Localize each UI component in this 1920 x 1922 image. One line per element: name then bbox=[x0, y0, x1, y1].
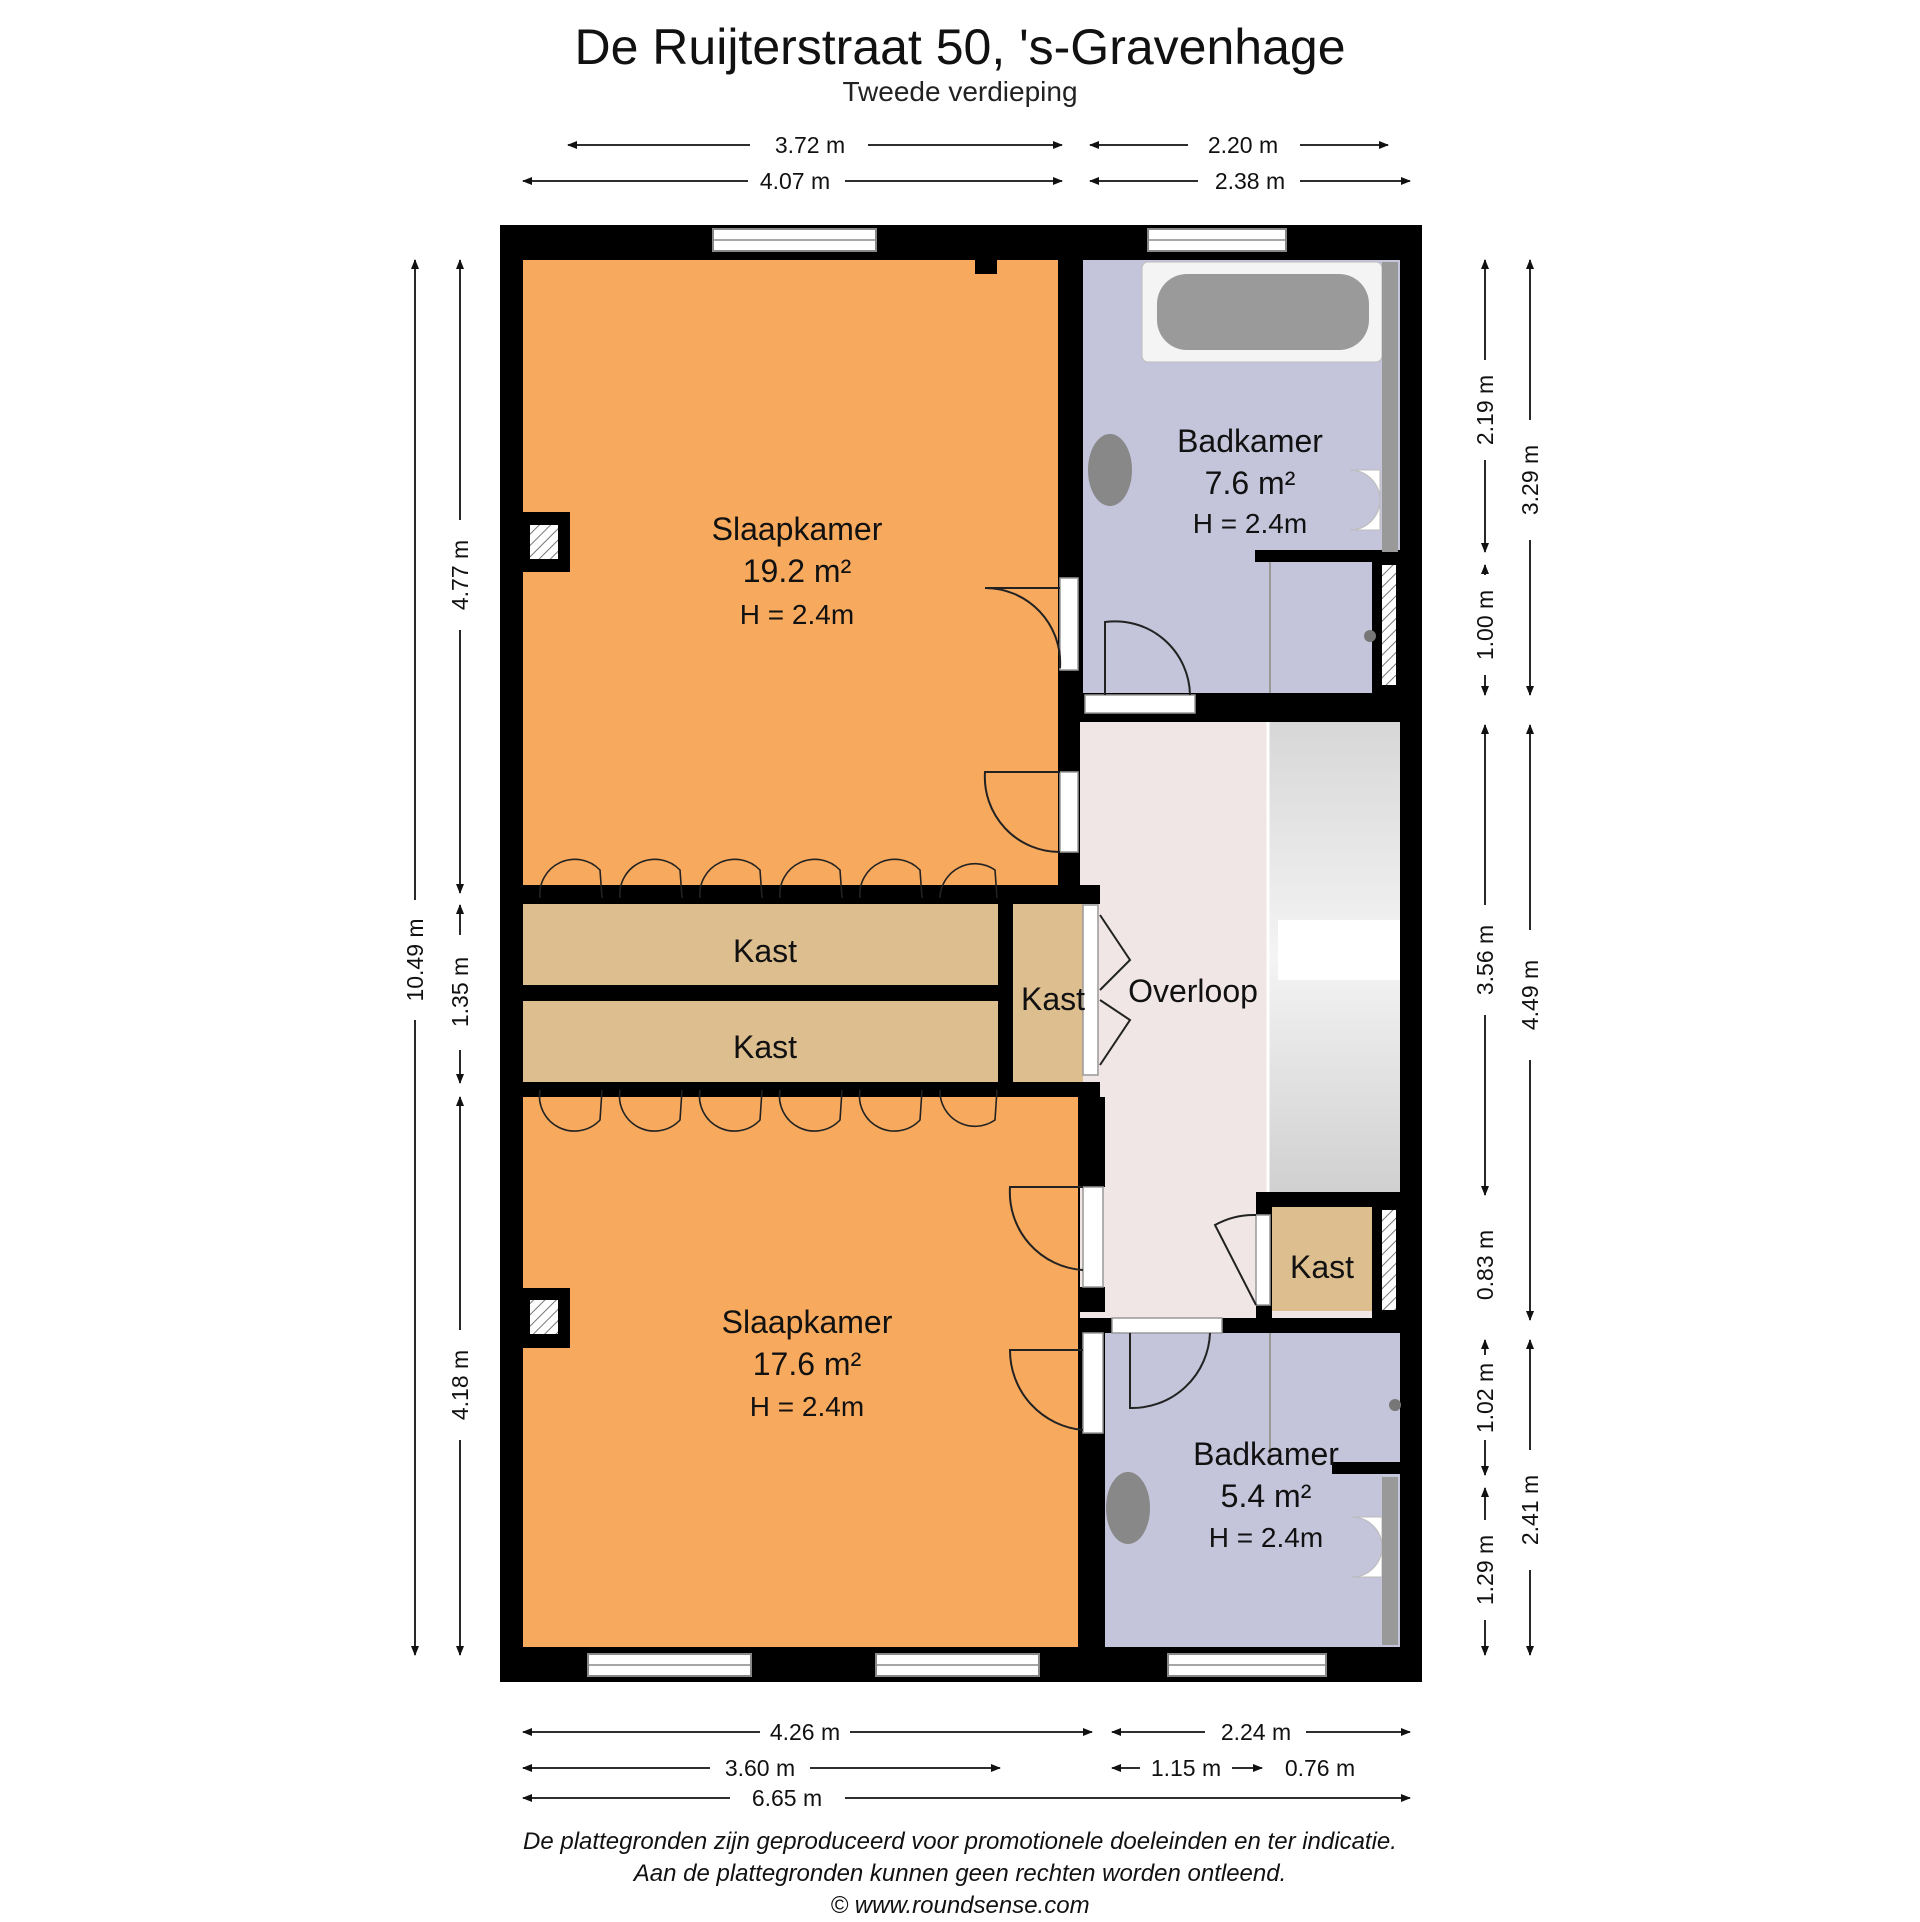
dim-label: 3.72 m bbox=[775, 132, 845, 158]
door-frames bbox=[1059, 577, 1271, 1434]
wall-segment bbox=[1078, 1287, 1105, 1312]
room-kast-4 bbox=[1272, 1207, 1372, 1311]
dim-label: 0.83 m bbox=[1472, 1230, 1498, 1300]
room-kast-1 bbox=[523, 904, 998, 985]
shower-head-2-icon bbox=[1389, 1399, 1401, 1411]
dim-label: 10.49 m bbox=[402, 918, 428, 1001]
wall-bed1-right bbox=[1058, 225, 1083, 595]
shower-head-1-icon bbox=[1364, 630, 1376, 642]
wall-shower2 bbox=[1332, 1462, 1403, 1474]
wall-segment bbox=[1058, 852, 1080, 892]
wall-stub bbox=[975, 260, 997, 274]
sink-1 bbox=[1088, 434, 1132, 506]
dim-label: 4.77 m bbox=[447, 540, 473, 610]
disclaimer: De plattegronden zijn geproduceerd voor … bbox=[0, 1826, 1920, 1922]
wall-segment bbox=[1078, 1432, 1105, 1647]
dim-label: 4.26 m bbox=[770, 1719, 840, 1745]
room-area: 17.6 m² bbox=[753, 1346, 862, 1382]
dim-label: 4.07 m bbox=[760, 168, 830, 194]
room-name: Kast bbox=[1021, 981, 1085, 1017]
door-swings bbox=[983, 586, 1257, 1431]
room-name: Kast bbox=[1290, 1249, 1354, 1285]
wall-kast-bottom bbox=[500, 1082, 1100, 1097]
bath2-counter bbox=[1382, 1477, 1398, 1645]
toilet-1 bbox=[1349, 469, 1381, 531]
chimney-2-vent bbox=[530, 1300, 558, 1334]
wall-shower1 bbox=[1255, 550, 1403, 562]
room-area: 5.4 m² bbox=[1221, 1478, 1312, 1514]
room-height: H = 2.4m bbox=[750, 1391, 864, 1422]
wall-segment bbox=[1058, 670, 1080, 772]
room-name: Badkamer bbox=[1177, 423, 1323, 459]
room-name: Kast bbox=[733, 1029, 797, 1065]
dim-label: 2.41 m bbox=[1517, 1475, 1543, 1545]
floor-subtitle: Tweede verdieping bbox=[842, 76, 1078, 107]
dim-label: 3.56 m bbox=[1472, 925, 1498, 995]
wall-kast4-top bbox=[1256, 1192, 1400, 1207]
bath1-counter bbox=[1382, 262, 1398, 552]
copyright: © www.roundsense.com bbox=[830, 1892, 1090, 1919]
room-area: 19.2 m² bbox=[743, 553, 852, 589]
dim-label: 2.20 m bbox=[1208, 132, 1278, 158]
dim-label: 2.19 m bbox=[1472, 375, 1498, 445]
wall-kast3-left bbox=[998, 885, 1013, 1097]
dim-label: 1.15 m bbox=[1151, 1755, 1221, 1781]
dim-label: 1.35 m bbox=[447, 957, 473, 1027]
dim-label: 1.02 m bbox=[1472, 1363, 1498, 1433]
dim-label: 4.49 m bbox=[1517, 960, 1543, 1030]
room-slaapkamer-2 bbox=[523, 1097, 1078, 1647]
wall-bed2-right bbox=[1078, 1097, 1105, 1187]
wall-right bbox=[1403, 225, 1422, 1682]
wall-kast-row bbox=[500, 885, 1100, 904]
dim-label: 3.29 m bbox=[1517, 445, 1543, 515]
room-height: H = 2.4m bbox=[740, 599, 854, 630]
wardrobe-doors bbox=[538, 858, 998, 1132]
dim-label: 1.00 m bbox=[1472, 590, 1498, 660]
room-kast-3 bbox=[1013, 904, 1083, 1082]
dim-label: 3.60 m bbox=[725, 1755, 795, 1781]
dim-label: 0.76 m bbox=[1285, 1755, 1355, 1781]
room-height: H = 2.4m bbox=[1193, 508, 1307, 539]
disclaimer-line: Aan de plattegronden kunnen geen rechten… bbox=[633, 1860, 1287, 1887]
dimension-lines bbox=[411, 141, 1534, 1802]
plan-title: De Ruijterstraat 50, 's-Gravenhage bbox=[574, 19, 1346, 75]
toilet-2 bbox=[1351, 1516, 1383, 1578]
room-name: Slaapkamer bbox=[722, 1304, 893, 1340]
room-badkamer-2 bbox=[1105, 1333, 1400, 1647]
room-name: Overloop bbox=[1128, 973, 1258, 1009]
sink-2 bbox=[1106, 1472, 1150, 1544]
disclaimer-line: De plattegronden zijn geproduceerd voor … bbox=[523, 1828, 1397, 1855]
chimney-1-vent bbox=[530, 525, 558, 559]
dim-label: 1.29 m bbox=[1472, 1535, 1498, 1605]
dim-label: 2.38 m bbox=[1215, 168, 1285, 194]
vent-shaft-2 bbox=[1382, 1210, 1396, 1310]
room-area: 7.6 m² bbox=[1205, 465, 1296, 501]
stair-landing bbox=[1278, 920, 1400, 980]
room-slaapkamer-1 bbox=[523, 260, 1058, 890]
room-name: Badkamer bbox=[1193, 1436, 1339, 1472]
dim-label: 4.18 m bbox=[447, 1350, 473, 1420]
room-kast-2 bbox=[523, 1001, 998, 1082]
dim-label: 2.24 m bbox=[1221, 1719, 1291, 1745]
bathtub bbox=[1141, 261, 1383, 363]
room-height: H = 2.4m bbox=[1209, 1522, 1323, 1553]
dim-label: 6.65 m bbox=[752, 1785, 822, 1811]
vent-shaft-1 bbox=[1382, 565, 1396, 685]
room-name: Kast bbox=[733, 933, 797, 969]
wall-kast-mid bbox=[500, 985, 1013, 1001]
room-name: Slaapkamer bbox=[712, 511, 883, 547]
